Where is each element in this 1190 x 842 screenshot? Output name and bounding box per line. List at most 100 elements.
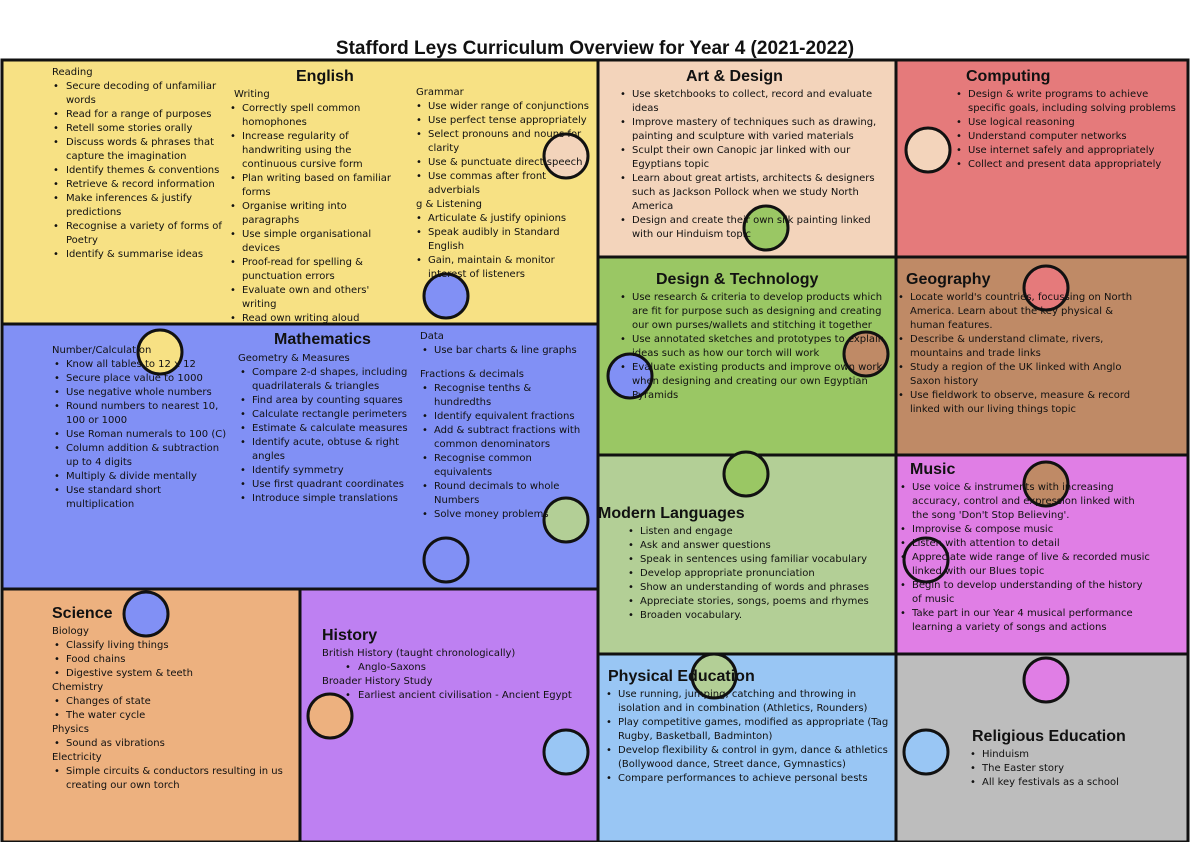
list-item: Know all tables to 12 x 12 (54, 358, 228, 372)
list-item: Appreciate wide range of live & recorded… (900, 551, 1152, 579)
electricity-heading: Electricity (52, 752, 102, 763)
list-item: Proof-read for spelling & punctuation er… (230, 256, 404, 284)
art-section: Art & Design Use sketchbooks to collect,… (598, 60, 896, 257)
list-item: Compare 2-d shapes, including quadrilate… (240, 366, 414, 394)
electricity-list: Simple circuits & conductors resulting i… (52, 765, 286, 793)
list-item: Listen with attention to detail (900, 537, 1152, 551)
languages-section: Modern Languages Listen and engage Ask a… (596, 455, 896, 654)
english-title: English (296, 68, 354, 85)
list-item: Use first quadrant coordinates (240, 478, 414, 492)
list-item: Select pronouns and nouns for clarity (416, 128, 594, 156)
tab-maths-science (122, 590, 170, 638)
number-heading: Number/Calculation (52, 345, 152, 356)
music-title: Music (910, 461, 956, 478)
list-item: Appreciate stories, songs, poems and rhy… (628, 595, 900, 609)
list-item: Digestive system & teeth (54, 667, 286, 681)
list-item: Simple circuits & conductors resulting i… (54, 765, 286, 793)
british-history-list: Anglo-Saxons (322, 661, 586, 675)
geometry-list: Compare 2-d shapes, including quadrilate… (238, 366, 414, 506)
list-item: Use research & criteria to develop produ… (620, 291, 886, 333)
english-section: English Reading Secure decoding of unfam… (0, 60, 598, 326)
list-item: Use running, jumping, catching and throw… (606, 688, 890, 716)
broader-history-heading: Broader History Study (322, 676, 433, 687)
reading-column: Reading Secure decoding of unfamiliar wo… (52, 66, 222, 262)
list-item: Recognise a variety of forms of Poetry (53, 220, 222, 248)
data-column: Data Use bar charts & line graphs Fracti… (420, 330, 588, 522)
list-item: Ask and answer questions (628, 539, 900, 553)
number-list: Know all tables to 12 x 12 Secure place … (52, 358, 228, 512)
tab-pe-history (542, 728, 590, 776)
geometry-heading: Geometry & Measures (238, 353, 350, 364)
speaking-heading: g & Listening (416, 199, 482, 210)
list-item: Add & subtract fractions with common den… (422, 424, 588, 452)
languages-title: Modern Languages (598, 505, 745, 522)
list-item: Take part in our Year 4 musical performa… (900, 607, 1152, 635)
geometry-column: Geometry & Measures Compare 2-d shapes, … (238, 352, 414, 506)
list-item: Evaluate existing products and improve o… (620, 361, 886, 403)
pe-section: Physical Education Use running, jumping,… (598, 654, 896, 842)
list-item: Use sketchbooks to collect, record and e… (620, 88, 894, 116)
list-item: Organise writing into paragraphs (230, 200, 404, 228)
fractions-heading: Fractions & decimals (420, 369, 524, 380)
science-column: Biology Classify living things Food chai… (52, 625, 286, 793)
science-section: Science Biology Classify living things F… (0, 589, 300, 842)
re-section: Religious Education Hinduism The Easter … (896, 654, 1190, 842)
list-item: Learn about great artists, architects & … (620, 172, 894, 214)
data-heading: Data (420, 331, 444, 342)
writing-column: Writing Correctly spell common homophone… (230, 88, 404, 326)
list-item: Anglo-Saxons (345, 661, 586, 675)
list-item: Use commas after front adverbials (416, 170, 594, 198)
list-item: Begin to develop understanding of the hi… (900, 579, 1152, 607)
list-item: Use Roman numerals to 100 (C) (54, 428, 228, 442)
science-title: Science (52, 605, 113, 622)
list-item: Read for a range of purposes (53, 108, 222, 122)
list-item: Gain, maintain & monitor interest of lis… (416, 254, 594, 282)
list-item: Design & write programs to achieve speci… (956, 88, 1178, 116)
dt-list: Use research & criteria to develop produ… (618, 291, 886, 403)
list-item: Increase regularity of handwriting using… (230, 130, 404, 172)
list-item: Use annotated sketches and prototypes to… (620, 333, 886, 361)
re-list: Hinduism The Easter story All key festiv… (968, 748, 1182, 790)
list-item: Speak audibly in Standard English (416, 226, 594, 254)
biology-heading: Biology (52, 626, 89, 637)
computing-section: Computing Design & write programs to ach… (896, 60, 1190, 257)
computing-title: Computing (966, 68, 1051, 85)
list-item: Use negative whole numbers (54, 386, 228, 400)
list-item: The water cycle (54, 709, 286, 723)
list-item: Use & punctuate direct speech (416, 156, 594, 170)
geography-title: Geography (906, 271, 991, 288)
art-list: Use sketchbooks to collect, record and e… (618, 88, 894, 242)
list-item: Discuss words & phrases that capture the… (53, 136, 222, 164)
reading-heading: Reading (52, 67, 93, 78)
fractions-list: Recognise tenths & hundredths Identify e… (420, 382, 588, 522)
data-list: Use bar charts & line graphs (420, 344, 588, 358)
list-item: Retrieve & record information (53, 178, 222, 192)
list-item: All key festivals as a school (970, 776, 1182, 790)
tab-music-re (1022, 656, 1070, 704)
list-item: Improve mastery of techniques such as dr… (620, 116, 894, 144)
list-item: Evaluate own and others' writing (230, 284, 404, 312)
list-item: Column addition & subtraction up to 4 di… (54, 442, 228, 470)
list-item: The Easter story (970, 762, 1182, 776)
list-item: Use bar charts & line graphs (422, 344, 588, 358)
writing-list: Correctly spell common homophones Increa… (230, 102, 404, 326)
list-item: Develop flexibility & control in gym, da… (606, 744, 890, 772)
list-item: Classify living things (54, 639, 286, 653)
list-item: Multiply & divide mentally (54, 470, 228, 484)
grammar-heading: Grammar (416, 87, 464, 98)
biology-list: Classify living things Food chains Diges… (52, 639, 286, 681)
list-item: Introduce simple translations (240, 492, 414, 506)
broader-history-list: Earliest ancient civilisation - Ancient … (322, 689, 586, 703)
list-item: Study a region of the UK linked with Ang… (898, 361, 1138, 389)
pe-title: Physical Education (608, 668, 755, 685)
maths-title: Mathematics (274, 331, 371, 348)
list-item: Food chains (54, 653, 286, 667)
list-item: Use logical reasoning (956, 116, 1178, 130)
list-item: Calculate rectangle perimeters (240, 408, 414, 422)
physics-heading: Physics (52, 724, 89, 735)
british-history-heading: British History (taught chronologically) (322, 648, 516, 659)
music-section: Music Use voice & instruments with incre… (896, 455, 1190, 654)
chemistry-list: Changes of state The water cycle (52, 695, 286, 723)
list-item: Find area by counting squares (240, 394, 414, 408)
list-item: Use fieldwork to observe, measure & reco… (898, 389, 1138, 417)
